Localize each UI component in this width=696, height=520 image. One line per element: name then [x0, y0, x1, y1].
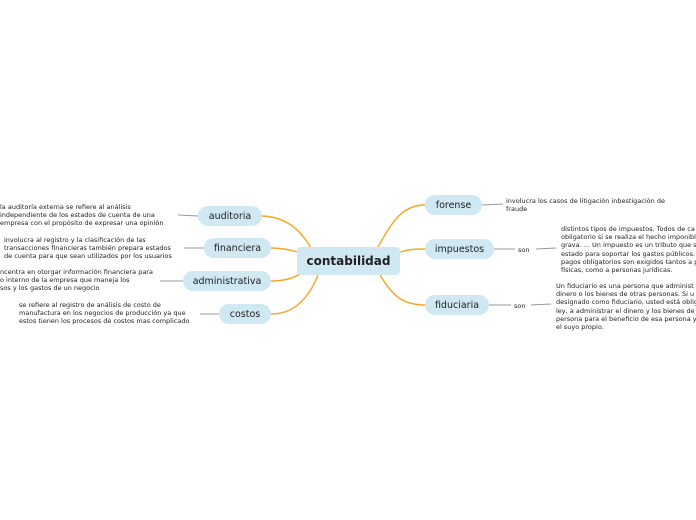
topic-costos[interactable]: costos: [219, 304, 271, 324]
branch-line-forense: [377, 204, 426, 248]
note-fiduciaria[interactable]: Un fiduciario es una persona que adminis…: [556, 282, 696, 331]
topic-auditoria[interactable]: auditoria: [198, 206, 262, 226]
topic-costos-label: costos: [229, 308, 261, 320]
note-line-fiduciaria-b: [530, 303, 552, 306]
topic-auditoria-label: auditoria: [208, 210, 252, 222]
topic-impuestos[interactable]: impuestos: [425, 239, 494, 259]
note-line-text: transacciones financieras también prepar…: [4, 244, 171, 253]
note-line-text: sos y los gastos de un negocio: [0, 284, 100, 293]
connector-label-fiduciaria: son: [514, 302, 526, 310]
note-financiera[interactable]: involucra al registro y la clasificación…: [4, 236, 172, 261]
topic-fiduciaria[interactable]: fiduciaria: [425, 295, 489, 315]
note-line-text: pagos obligatorios son exigidos tantos a…: [561, 257, 696, 266]
topic-administrativa-label: administrativa: [192, 275, 262, 287]
topic-forense-label: forense: [435, 199, 472, 211]
note-impuestos[interactable]: distintos tipos de impuestos. Todos de c…: [561, 225, 696, 274]
branch-line-administrativa: [270, 273, 301, 282]
note-line-text: fraude: [506, 205, 528, 214]
note-line-text: designado como fiduciario, usted está ob…: [556, 298, 696, 307]
note-forense[interactable]: involucra los casos de litigación inbest…: [506, 197, 665, 213]
topic-financiera-label: financiera: [213, 242, 262, 254]
note-line-auditoria: [177, 214, 199, 217]
note-lines: [160, 203, 557, 315]
note-line-text: obligatorio si se realiza el hecho impon…: [561, 233, 696, 242]
note-line-text: dinero o los bienes de otras personas. S…: [556, 290, 695, 299]
branch-line-financiera: [270, 247, 299, 253]
connector-label-impuestos: son: [518, 246, 530, 254]
note-line-text: independiente de los estados de cuenta d…: [0, 211, 155, 220]
topic-impuestos-label: impuestos: [434, 243, 485, 255]
note-line-text: involucra los casos de litigación inbest…: [506, 197, 665, 205]
branch-line-costos: [270, 274, 319, 315]
branch-lines: [261, 204, 426, 315]
note-line-text: ley, a administrar el dinero y los biene…: [556, 306, 695, 315]
note-line-text: el suyo propio.: [556, 323, 604, 332]
branch-line-fiduciaria: [379, 274, 426, 306]
note-line-text: o interno de la empresa que maneja los: [0, 276, 130, 285]
note-line-text: persona para el beneficio de esa persona…: [556, 314, 696, 323]
note-line-text: Un fiduciario es una persona que adminis…: [556, 282, 694, 290]
note-costos[interactable]: se refiere al registro de análisis de co…: [19, 301, 189, 326]
note-line-text: de cuenta para que sean utilizados por l…: [4, 252, 172, 261]
note-line-text: estos tienen los procesos de costos mas …: [19, 317, 190, 326]
topic-fiduciaria-label: fiduciaria: [434, 299, 480, 311]
note-line-text: se refiere al registro de análisis de co…: [19, 301, 161, 309]
note-administrativa[interactable]: ncentra en otorgar información financier…: [0, 268, 153, 293]
note-auditoria[interactable]: la auditoría externa se refiere al análi…: [0, 203, 163, 228]
branch-line-impuestos: [399, 248, 426, 253]
note-line-text: físicas, como a personas jurídicas.: [561, 266, 673, 275]
note-line-text: involucra al registro y la clasificación…: [4, 236, 146, 244]
note-line-impuestos-b: [535, 247, 557, 250]
note-line-forense: [481, 203, 504, 206]
note-line-text: manufactura en los negocios de producció…: [19, 309, 186, 318]
central-topic-label: contabilidad: [306, 254, 391, 268]
topic-administrativa[interactable]: administrativa: [183, 271, 271, 291]
central-topic[interactable]: contabilidad: [297, 247, 400, 275]
note-line-text: empresa con el propósito de expresar una…: [0, 219, 164, 228]
topic-forense[interactable]: forense: [425, 195, 482, 215]
topic-financiera[interactable]: financiera: [204, 238, 271, 258]
note-line-text: la auditoría externa se refiere al análi…: [0, 203, 131, 211]
note-line-text: ncentra en otorgar información financier…: [0, 268, 153, 276]
branch-line-auditoria: [261, 215, 313, 251]
note-line-text: distintos tipos de impuestos. Todos de c…: [561, 225, 695, 233]
note-line-text: grava. ... Un impuesto es un tributo que…: [561, 241, 696, 250]
note-line-text: estado para soportar los gastos públicos…: [561, 249, 696, 258]
